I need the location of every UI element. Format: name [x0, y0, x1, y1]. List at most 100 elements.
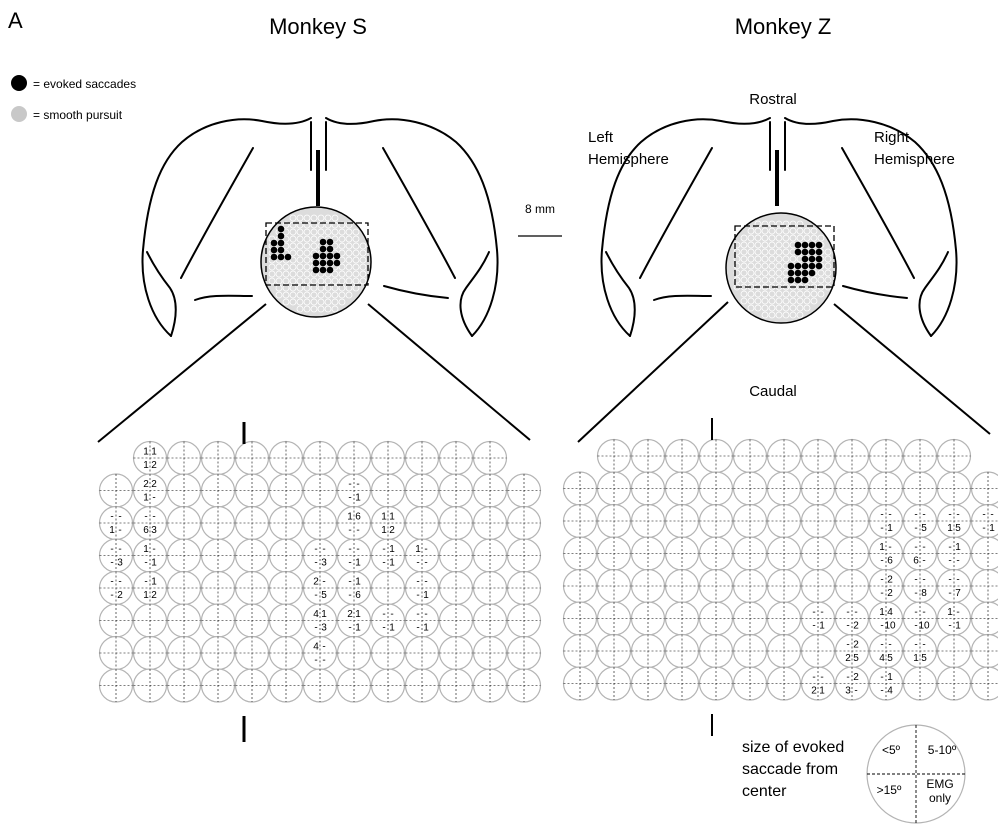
site-value: 1 [321, 609, 327, 620]
grid-site [202, 572, 235, 605]
site-value: - [416, 623, 419, 634]
grid-site: ---2 [836, 602, 869, 635]
grid-site [836, 570, 869, 603]
grid-site [768, 505, 801, 538]
site-value: 1 [879, 607, 885, 618]
site-value: 2 [845, 653, 851, 664]
grid-site [100, 474, 133, 507]
saccade-size-key: size of evokedsaccade fromcenter <5º 5-1… [742, 725, 965, 823]
site-value: 1 [955, 621, 961, 632]
site-value: - [990, 510, 993, 521]
evoked-saccade-site [809, 249, 816, 256]
grid-site: ---3 [304, 539, 337, 572]
site-value: - [846, 621, 849, 632]
site-value: - [956, 510, 959, 521]
grid-site [598, 602, 631, 635]
evoked-saccade-site [320, 267, 327, 274]
site-value: 1 [381, 512, 387, 523]
grid-site [700, 472, 733, 505]
evoked-saccade-site [271, 247, 278, 254]
site-value: 1 [913, 653, 919, 664]
site-value: - [314, 655, 317, 666]
evoked-saccades-label: = evoked saccades [33, 77, 136, 91]
grid-site [768, 472, 801, 505]
grid-site [202, 539, 235, 572]
evoked-saccade-site [327, 246, 334, 253]
grid-site [168, 669, 201, 702]
site-value: - [348, 479, 351, 490]
site-value: - [118, 525, 121, 536]
grid-site [700, 440, 733, 473]
grid-site [734, 505, 767, 538]
site-value: - [152, 512, 155, 523]
site-value: 2 [389, 525, 395, 536]
site-value: 1 [355, 577, 361, 588]
grid-site [598, 537, 631, 570]
grid-site [202, 604, 235, 637]
site-value: - [922, 556, 925, 567]
site-value: 1 [355, 558, 361, 569]
grid-site [406, 442, 439, 475]
site-value: - [880, 510, 883, 521]
right-sulcus [383, 148, 455, 278]
grid-site [338, 442, 371, 475]
grid-site [474, 539, 507, 572]
grid-site [372, 572, 405, 605]
site-value: - [880, 686, 883, 697]
site-value: - [110, 512, 113, 523]
left-hemisphere-label-line: Hemisphere [588, 151, 669, 168]
site-value: 5 [921, 653, 927, 664]
grid-site [734, 635, 767, 668]
grid-site [304, 669, 337, 702]
site-value: - [914, 575, 917, 586]
grid-site [508, 539, 541, 572]
site-value: - [956, 575, 959, 586]
grid-site [474, 604, 507, 637]
grid-site [666, 537, 699, 570]
grid-site [474, 572, 507, 605]
recording-chamber-monkey-z [726, 213, 836, 323]
site-value: - [948, 621, 951, 632]
evoked-saccade-site [802, 277, 809, 284]
site-value: 1 [143, 493, 149, 504]
site-value: - [348, 544, 351, 555]
evoked-saccade-site [327, 253, 334, 260]
grid-site: -2-2 [870, 570, 903, 603]
key-caption-line: center [742, 783, 787, 800]
grid-site [304, 474, 337, 507]
site-value: 1 [389, 512, 395, 523]
grid-site [904, 440, 937, 473]
site-value: 2 [151, 460, 157, 471]
site-value: - [314, 558, 317, 569]
site-value: - [880, 575, 883, 586]
grid-site [236, 669, 269, 702]
grid-site [938, 667, 971, 700]
site-value: - [322, 655, 325, 666]
grid-site [440, 669, 473, 702]
left-hemisphere-label-line: Left [588, 129, 614, 146]
grid-site: ---7 [938, 570, 971, 603]
evoked-saccade-site [802, 256, 809, 263]
grid-site [100, 669, 133, 702]
site-value: - [416, 609, 419, 620]
grid-site [168, 604, 201, 637]
site-value: 1 [423, 623, 429, 634]
grid-site [802, 537, 835, 570]
grid-site [972, 472, 998, 505]
grid-site [734, 667, 767, 700]
site-value: 2 [313, 577, 319, 588]
grid-site [134, 637, 167, 670]
grid-site: -225 [836, 635, 869, 668]
grid-site: -1-- [938, 537, 971, 570]
site-value: 1 [355, 623, 361, 634]
grid-site [836, 505, 869, 538]
grid-site [632, 570, 665, 603]
evoked-saccade-site [809, 270, 816, 277]
grid-site [598, 505, 631, 538]
right-hemisphere-label-line: Hemisphere [874, 151, 955, 168]
left-temporal-outline [606, 252, 635, 336]
site-value: - [348, 558, 351, 569]
grid-site [100, 637, 133, 670]
grid-site [802, 570, 835, 603]
